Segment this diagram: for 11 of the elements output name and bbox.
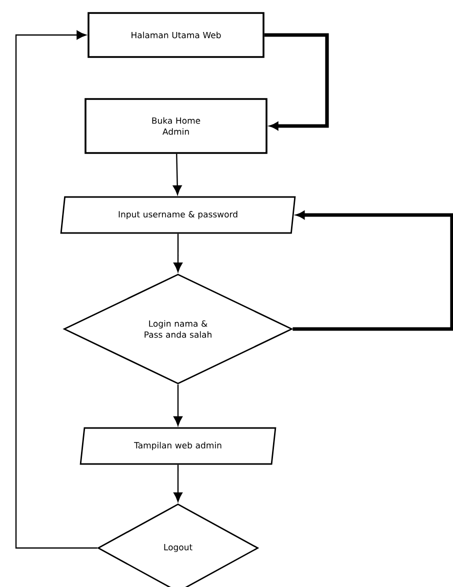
input-output-parallelogram: Input username & password	[60, 196, 296, 234]
arrow	[174, 464, 182, 502]
arrow	[174, 234, 182, 272]
process-box: Buka Home Admin	[84, 98, 268, 154]
process-box: Halaman Utama Web	[88, 12, 264, 58]
arrow	[292, 211, 453, 331]
input-output-parallelogram: Tampilan web admin	[80, 427, 276, 465]
arrow	[174, 384, 182, 426]
arrow	[264, 33, 329, 130]
arrow	[172, 154, 182, 195]
arrow	[15, 30, 98, 549]
